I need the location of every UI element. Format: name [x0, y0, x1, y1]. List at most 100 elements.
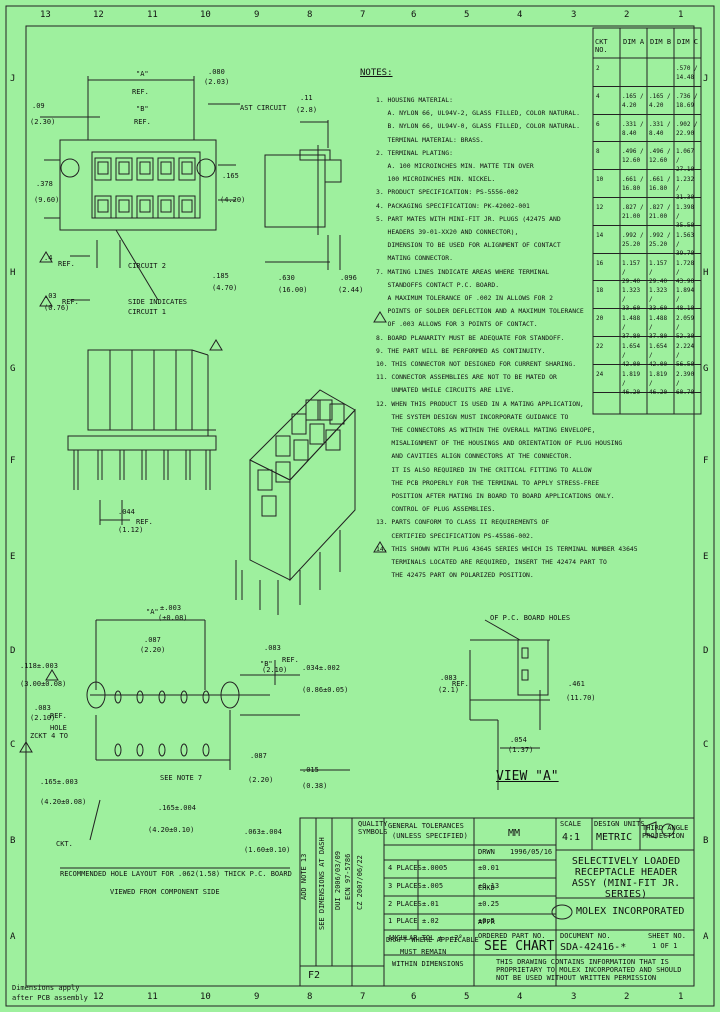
note-line: 5. PART MATES WITH MINI-FIT JR. PLUGS (4… — [376, 214, 561, 223]
tol-2-places: 2 PLACES — [388, 900, 422, 908]
grid-bottom-9: 9 — [254, 992, 260, 1002]
side-view-housing — [264, 154, 326, 228]
view-a-dim-083-ref: REF. — [452, 680, 469, 688]
note-line: 8. BOARD PLANARITY MUST BE ADEQUATE FOR … — [376, 333, 565, 342]
grid-row-a: A — [10, 932, 16, 942]
table-cell-c: 1.563 / 39.70 — [676, 231, 695, 257]
revision-add-note: ADD NOTE 13 — [300, 853, 308, 900]
pcb-ckt-label: CKT. — [56, 840, 73, 848]
pcb-dim-083b: .083 — [264, 644, 281, 652]
sheet-label: SHEET NO. — [648, 932, 686, 940]
table-row-divider — [593, 363, 701, 365]
tol-4-inch: ±.0005 — [422, 864, 448, 872]
tol-1-inch: ±.02 — [422, 917, 439, 925]
side-top-dim: .11 — [300, 94, 313, 102]
pcb-ref2: REF. — [282, 656, 299, 664]
dim-378: .378 — [36, 180, 53, 188]
grid-bottom-10: 10 — [200, 992, 211, 1002]
grid-bottom-12: 12 — [93, 992, 104, 1002]
note-line: 7. MATING LINES INDICATE AREAS WHERE TER… — [376, 267, 550, 276]
table-row-divider — [593, 85, 701, 87]
table-header-c: DIM C — [677, 38, 699, 46]
dim-080: .080 — [208, 68, 225, 76]
note-line: MISALIGNMENT OF THE HOUSINGS AND ORIENTA… — [376, 439, 623, 448]
side-dim-3-mm: (2.44) — [338, 286, 364, 294]
dim-09-mm: (2.30) — [30, 118, 56, 126]
dim-378-mm: (9.60) — [34, 196, 60, 204]
tol-1-place: 1 PLACE — [388, 917, 418, 925]
side-dim-5: .185 — [212, 272, 229, 280]
note-line: DIMENSION TO BE USED FOR ALIGNMENT OF CO… — [376, 241, 561, 250]
table-row-divider — [593, 308, 701, 310]
note-line: 1. HOUSING MATERIAL: — [376, 96, 453, 104]
grid-top-8: 8 — [307, 10, 313, 20]
ast-circuit-label: AST CIRCUIT — [240, 104, 287, 112]
table-cell-c: 2.224 / 56.50 — [676, 343, 695, 368]
grid-top-11: 11 — [147, 10, 158, 20]
note-line: 10. THIS CONNECTOR NOT DESIGNED FOR CURR… — [376, 360, 577, 368]
dim-03: .03 — [44, 292, 57, 300]
unless-specified: (UNLESS SPECIFIED) — [392, 832, 468, 840]
table-row-divider — [593, 141, 701, 143]
table-cell-b: 1.819 / 46.20 — [649, 370, 668, 396]
notes-title: NOTES: — [360, 68, 393, 78]
note-line: 14. THIS SHOWN WITH PLUG 43645 SERIES WH… — [376, 544, 638, 553]
note-line: THE 42475 PART ON POLARIZED POSITION. — [376, 571, 534, 580]
pcb-recommended-caption: RECOMMENDED HOLE LAYOUT FOR .062(1.58) T… — [60, 870, 292, 878]
grid-top-3: 3 — [571, 10, 577, 20]
table-cell-a: .661 / 16.80 — [622, 176, 644, 193]
note-line: OF .003 ALLOWS FOR 3 POINTS OF CONTACT. — [376, 320, 538, 329]
table-cell-c: .902 / 22.90 — [676, 120, 698, 137]
grid-row-j: J — [10, 74, 16, 84]
table-cell-a: .331 / 8.40 — [622, 120, 644, 137]
peg-right — [196, 158, 216, 178]
table-cell-ckt: 22 — [596, 343, 604, 350]
grid-top-6: 6 — [411, 10, 417, 20]
top-view-cavities — [94, 157, 196, 219]
table-row-divider — [593, 336, 701, 337]
grid-bottom-8: 8 — [307, 992, 313, 1002]
grid-row-f-right: F — [703, 456, 709, 466]
table-row-divider — [593, 197, 701, 198]
note-line: STANDOFFS CONTACT P.C. BOARD. — [376, 280, 500, 289]
pcb-dim-a: "A" — [146, 608, 159, 616]
grid-bottom-5: 5 — [464, 992, 470, 1002]
note-line: 4. PACKAGING SPECIFICATION: PK-42002-001 — [376, 201, 530, 210]
table-cell-b: 1.488 / 37.80 — [649, 315, 668, 341]
angular-tol: ANGULAR TOL ± — [388, 934, 443, 942]
note-line: MATING CONNECTOR. — [376, 254, 453, 263]
table-cell-ckt: 8 — [596, 148, 600, 156]
dim-165: .165 — [222, 172, 239, 180]
units: MM — [508, 828, 521, 839]
note-line: AND CAVITIES ALIGN CONNECTORS AT THE CON… — [376, 452, 573, 461]
pcb-dim-034-mm: (0.86±0.05) — [302, 686, 349, 694]
grid-top-10: 10 — [200, 10, 211, 20]
table-cell-a: .992 / 25.20 — [622, 231, 644, 248]
footer-left: Dimensions apply — [12, 984, 80, 992]
grid-row-h: H — [10, 268, 16, 278]
table-cell-c: 1.067 / 27.10 — [676, 148, 695, 174]
grid-row-h-right: H — [703, 268, 709, 278]
grid-row-e-right: E — [703, 552, 709, 562]
table-row-divider — [593, 280, 701, 282]
note-line: THE SYSTEM DESIGN MUST INCORPORATE GUIDA… — [376, 412, 569, 421]
view-a-pcb-holes: OF P.C. BOARD HOLES — [490, 614, 571, 622]
dim-b-ref: REF. — [134, 118, 151, 126]
grid-top-12: 12 — [93, 10, 104, 20]
dim-4-ref: REF. — [58, 260, 75, 268]
grid-top-9: 9 — [254, 10, 260, 20]
pcb-dim-015-mm: (0.38) — [302, 782, 328, 790]
pcb-dim-034: .034±.002 — [302, 664, 340, 672]
pcb-hole: HOLE — [50, 724, 67, 732]
dim-a-label: "A" — [136, 70, 149, 78]
table-cell-ckt: 24 — [596, 370, 604, 378]
note-line: UNMATED WHILE CIRCUITS ARE LIVE. — [376, 386, 515, 395]
dim-4: .4 — [44, 254, 53, 262]
dim-165-mm: (4.20) — [220, 196, 246, 204]
view-a-dim-054: .054 — [510, 736, 527, 744]
grid-row-e: E — [10, 552, 16, 562]
projection-label: THIRD ANGLE PROJECTION — [642, 824, 689, 840]
table-row-divider — [593, 391, 701, 393]
grid-top-13: 13 — [40, 10, 51, 20]
